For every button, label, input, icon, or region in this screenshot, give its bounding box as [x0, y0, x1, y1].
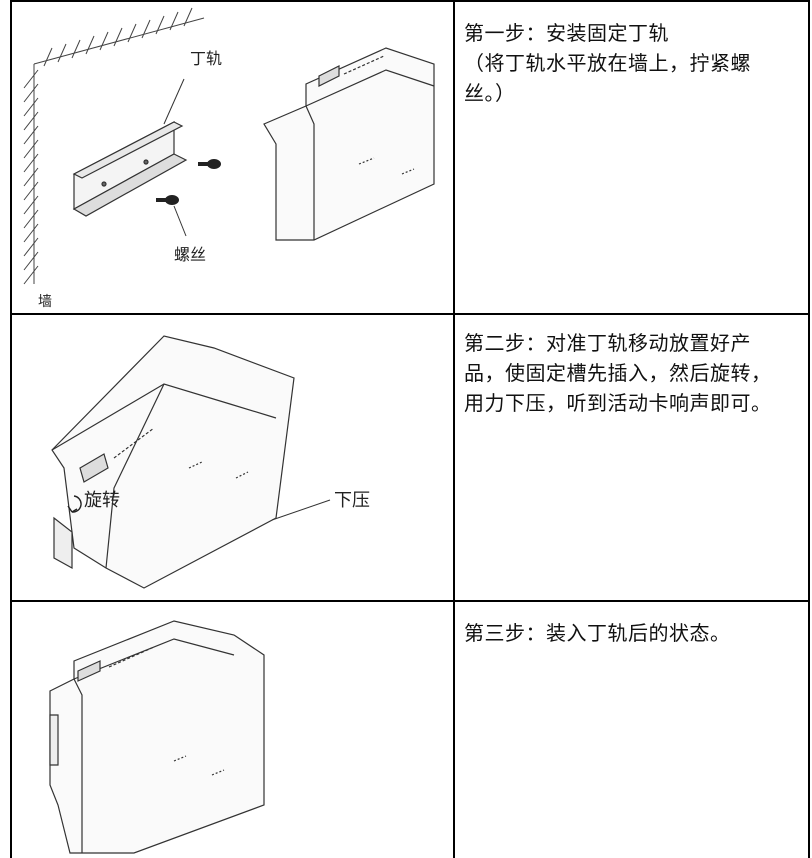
label-screw: 螺丝 [174, 245, 206, 264]
label-rail: 丁轨 [190, 49, 222, 68]
label-press: 下压 [334, 490, 370, 511]
table-border-middle [453, 0, 455, 858]
step1-text: 第一步：安装固定丁轨 （将丁轨水平放在墙上，拧紧螺 丝。） [464, 18, 808, 108]
label-wall: 墙 [38, 294, 52, 310]
step1-illustration: 丁轨 螺丝 墙 [14, 4, 450, 310]
step3-text: 第三步：装入丁轨后的状态。 [464, 618, 808, 648]
din-rail-icon [72, 121, 188, 217]
label-rotate: 旋转 [84, 490, 120, 511]
step2-line-1: 第二步：对准丁轨移动放置好产 [464, 331, 751, 355]
table-border-left [10, 0, 12, 858]
row-divider-1 [10, 313, 810, 315]
step1-line-3: 丝。） [464, 81, 516, 105]
module-device-tilted-icon [51, 335, 295, 589]
step2-text: 第二步：对准丁轨移动放置好产 品，使固定槽先插入，然后旋转， 用力下压，听到活动… [464, 328, 808, 418]
wall-hatch-icon [23, 7, 205, 285]
step3-illustration [14, 605, 450, 857]
step2-illustration: 旋转 下压 [14, 318, 450, 598]
rotate-arrow-icon [67, 495, 82, 513]
step2-line-3: 用力下压，听到活动卡响声即可。 [464, 391, 772, 415]
row-divider-2 [10, 600, 810, 602]
table-border-right [808, 0, 810, 858]
step1-line-2: （将丁轨水平放在墙上，拧紧螺 [464, 51, 751, 75]
step1-line-1: 第一步：安装固定丁轨 [464, 21, 669, 45]
step2-line-2: 品，使固定槽先插入，然后旋转， [464, 361, 772, 385]
screw-icon [156, 159, 221, 205]
table-border-top [10, 0, 810, 2]
module-installed-icon [49, 620, 265, 854]
instruction-table: 丁轨 螺丝 墙 第一步：安装固定丁轨 （将丁轨水平放在墙上，拧紧螺 丝。） [10, 0, 812, 858]
module-device-icon [263, 47, 435, 241]
step3-line-1: 第三步：装入丁轨后的状态。 [464, 621, 731, 645]
